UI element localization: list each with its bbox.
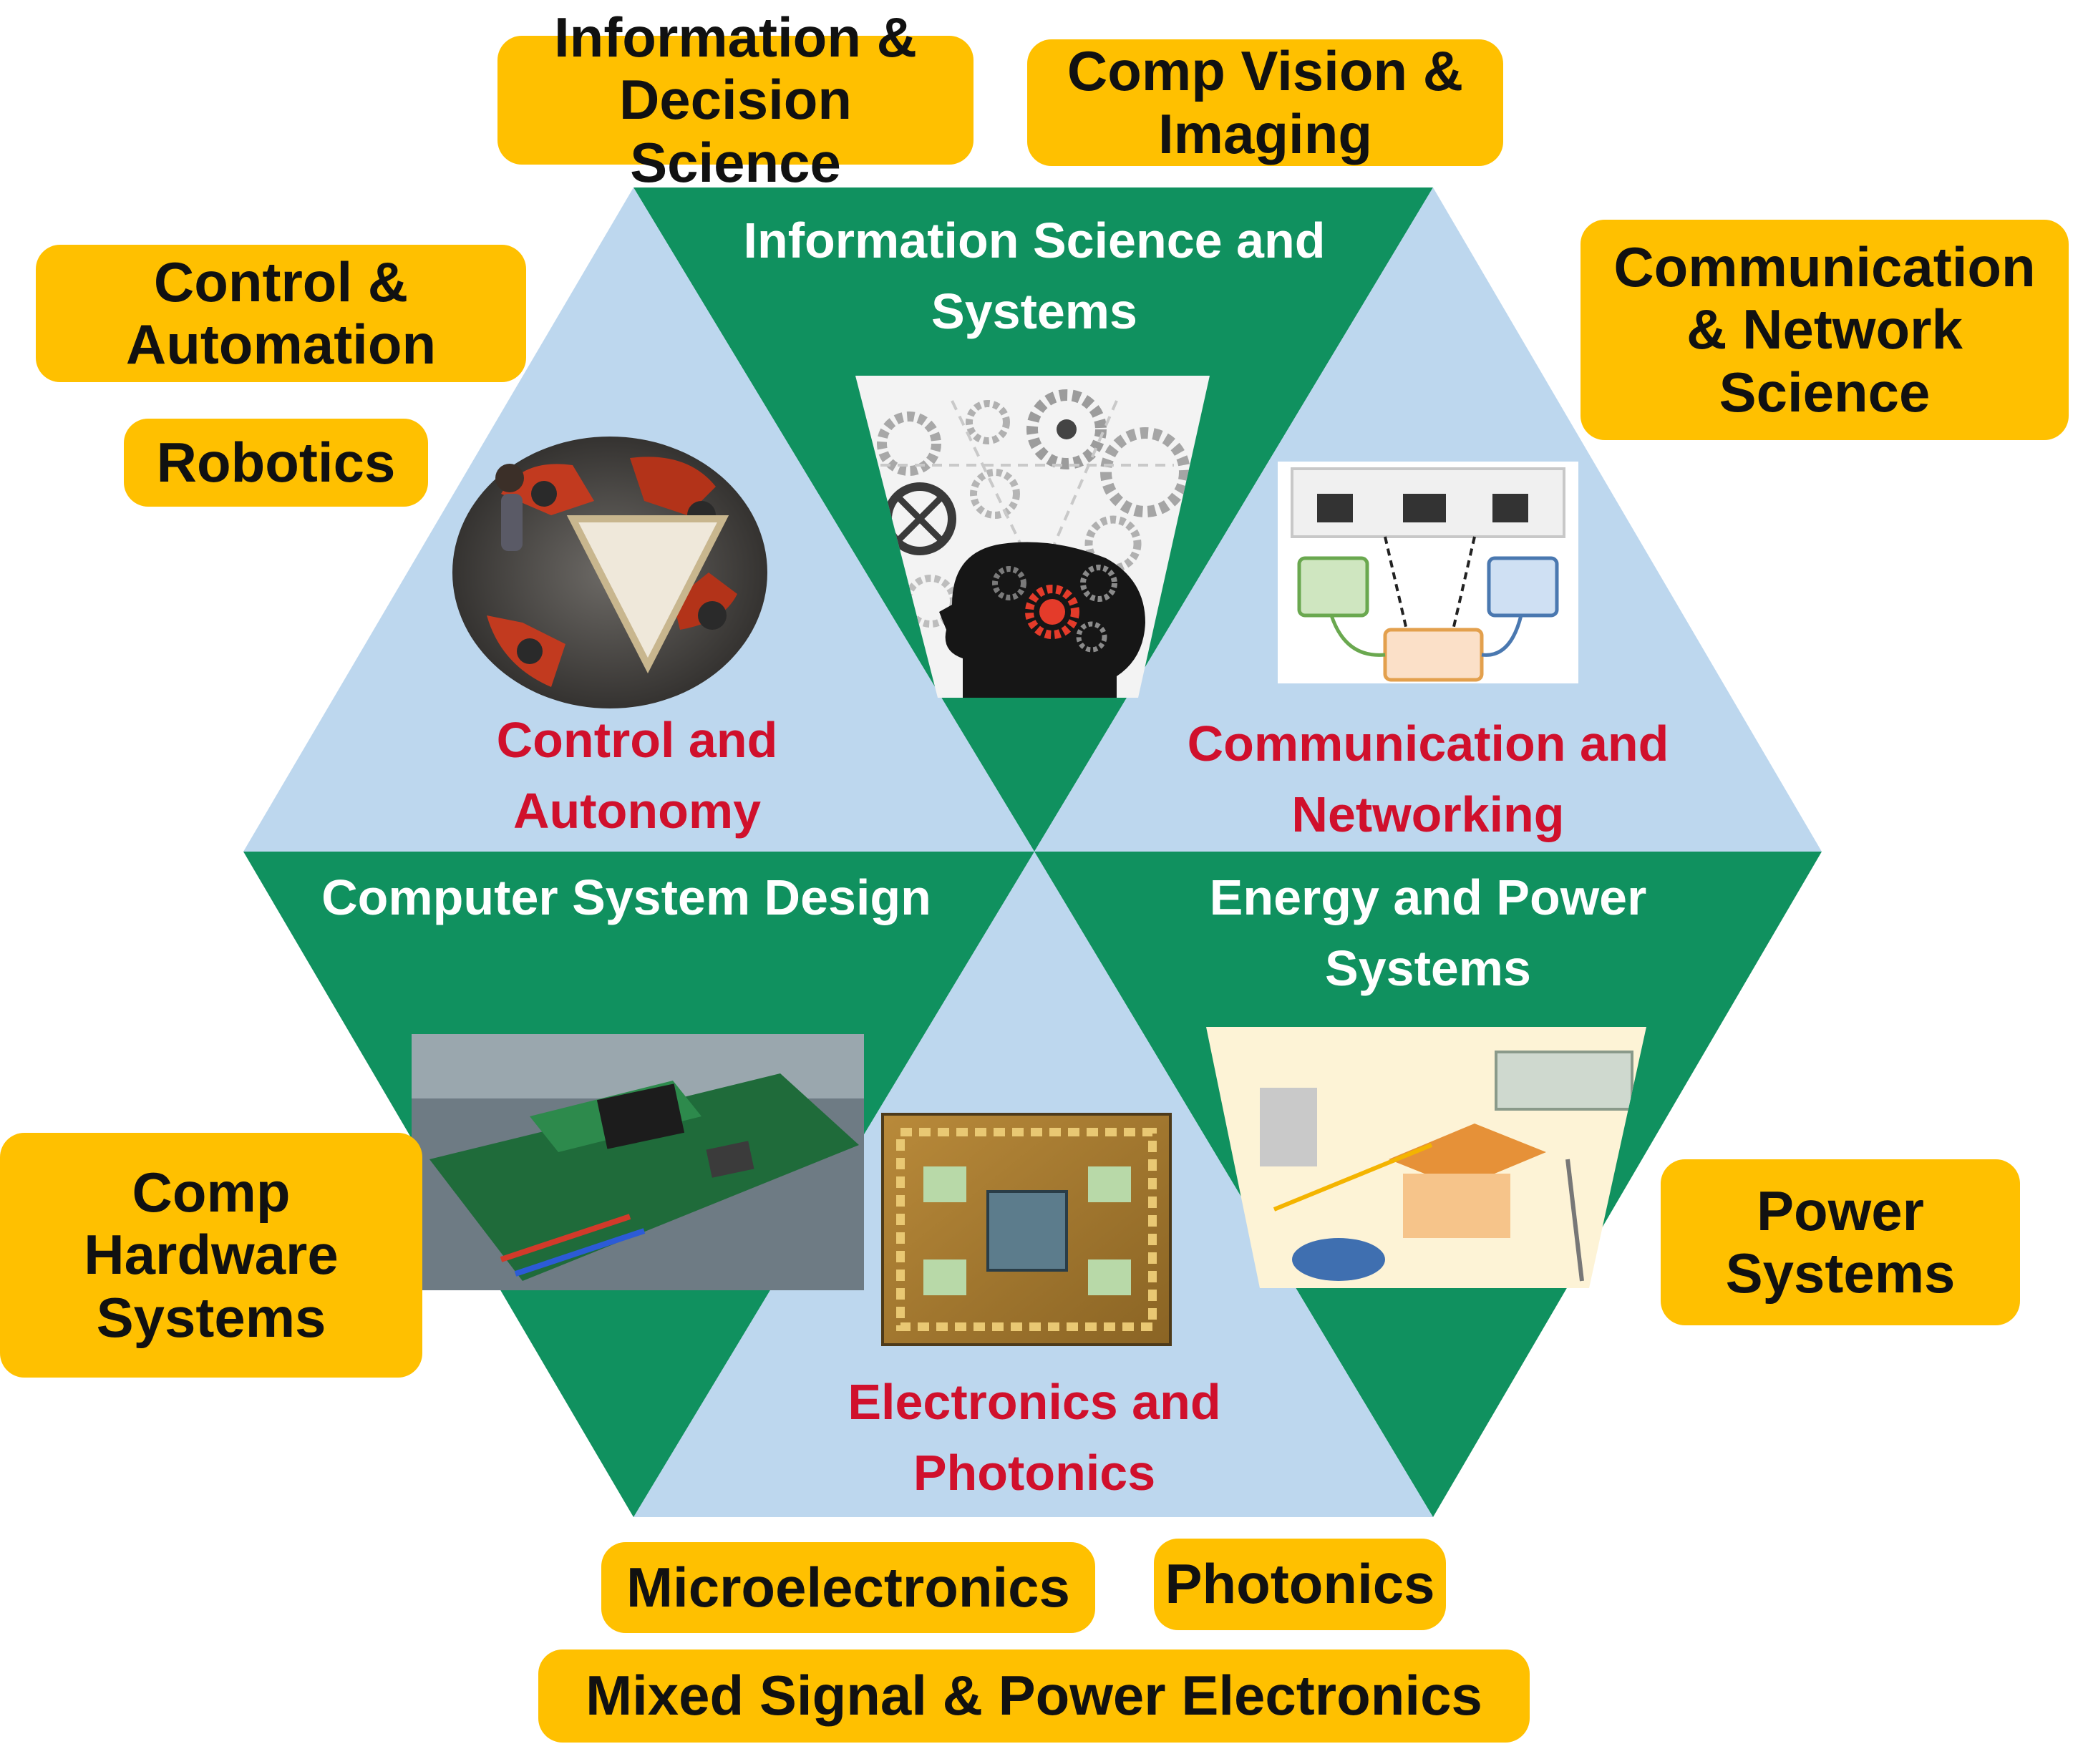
circuit-board-image [412, 1034, 864, 1290]
segment-label-energy-power: Energy and Power Systems [1209, 869, 1647, 997]
tag-information-decision-science: Information & Decision Science [497, 6, 973, 193]
tag-communication-network-science: Communication & Network Science [1581, 220, 2069, 440]
tag-photonics: Photonics [1154, 1539, 1446, 1630]
segment-label-control-autonomy: Control and Autonomy [496, 712, 778, 839]
segment-label-computer-system-design: Computer System Design [321, 869, 931, 925]
tag-robotics: Robotics [124, 419, 428, 507]
smart-grid-image [1206, 1027, 1646, 1288]
tag-power-systems: Power Systems [1661, 1159, 2020, 1325]
tag-comp-hardware-systems: Comp Hardware Systems [0, 1133, 422, 1378]
tag-control-automation: Control & Automation [36, 245, 526, 382]
segment-label-information-science: Information Science and Systems [743, 213, 1326, 340]
microchip-image [881, 1113, 1172, 1346]
tag-comp-vision-imaging: Comp Vision & Imaging [1027, 39, 1503, 166]
network-diagram-image [1278, 462, 1578, 683]
tag-mixed-signal-power-electronics: Mixed Signal & Power Electronics [538, 1650, 1530, 1743]
tag-microelectronics: Microelectronics [601, 1542, 1095, 1633]
segment-label-electronics-photonics: Electronics and Photonics [848, 1374, 1221, 1501]
robots-image [452, 437, 767, 708]
segment-label-communication-networking: Communication and Networking [1187, 716, 1669, 843]
